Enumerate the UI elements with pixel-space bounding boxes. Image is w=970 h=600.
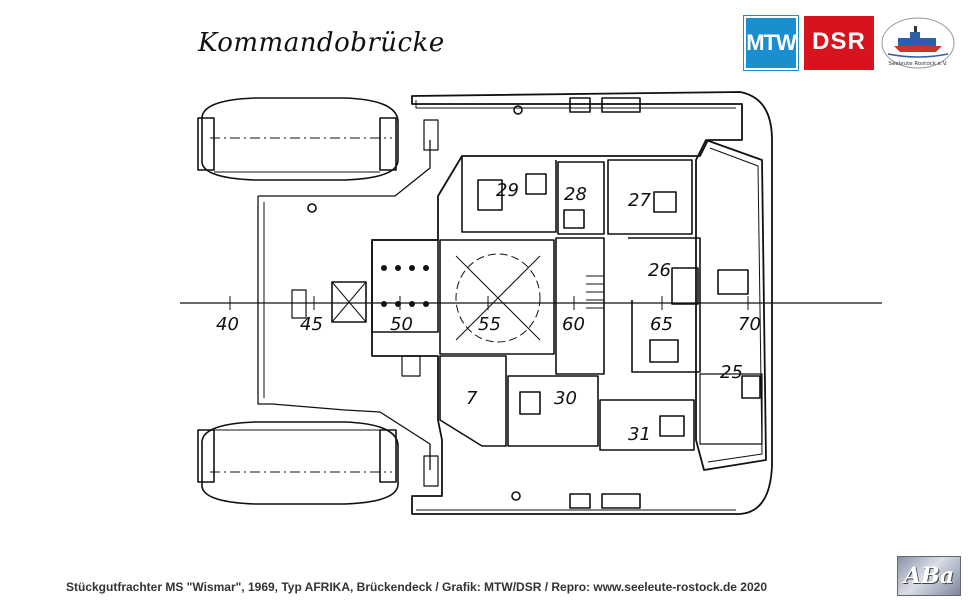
dsr-logo: DSR: [804, 16, 874, 70]
room-30: 30: [554, 388, 577, 409]
mtw-logo: MTW: [743, 15, 799, 71]
room-7: 7: [466, 388, 478, 409]
lifeboat-top: [197, 97, 399, 181]
dsr-logo-text: DSR: [812, 28, 866, 55]
frame-number-70: 70: [738, 314, 761, 335]
page-title: Kommandobrücke: [198, 28, 445, 58]
room-25: 25: [720, 362, 743, 383]
room-numbers: 29 28 27 26 25 7 30 31: [466, 180, 743, 445]
frame-number-45: 45: [300, 314, 323, 335]
room-29: 29: [496, 180, 519, 201]
room-28: 28: [564, 184, 587, 205]
frame-numbers: 40 45 50 55 60 65 70: [216, 314, 761, 335]
rostock-logo-text: Seeleute Rostock e.V.: [888, 61, 947, 67]
seeleute-rostock-emblem: Seeleute Rostock e.V.: [881, 17, 955, 69]
signature-logo: ABa: [897, 556, 961, 596]
room-26: 26: [648, 260, 671, 281]
frame-number-55: 55: [478, 314, 501, 335]
image-caption: Stückgutfrachter MS "Wismar", 1969, Typ …: [66, 580, 768, 594]
room-31: 31: [628, 424, 651, 445]
frame-number-60: 60: [562, 314, 585, 335]
frame-number-40: 40: [216, 314, 239, 335]
mtw-logo-text: MTW: [746, 30, 797, 55]
frame-number-65: 65: [650, 314, 673, 335]
frame-number-50: 50: [390, 314, 413, 335]
room-27: 27: [628, 190, 651, 211]
seeleute-rostock-logo: Seeleute Rostock e.V.: [880, 16, 956, 70]
frame-ticks: [229, 296, 749, 310]
lifeboat-bottom: [197, 421, 399, 505]
signature-text: ABa: [904, 563, 954, 589]
